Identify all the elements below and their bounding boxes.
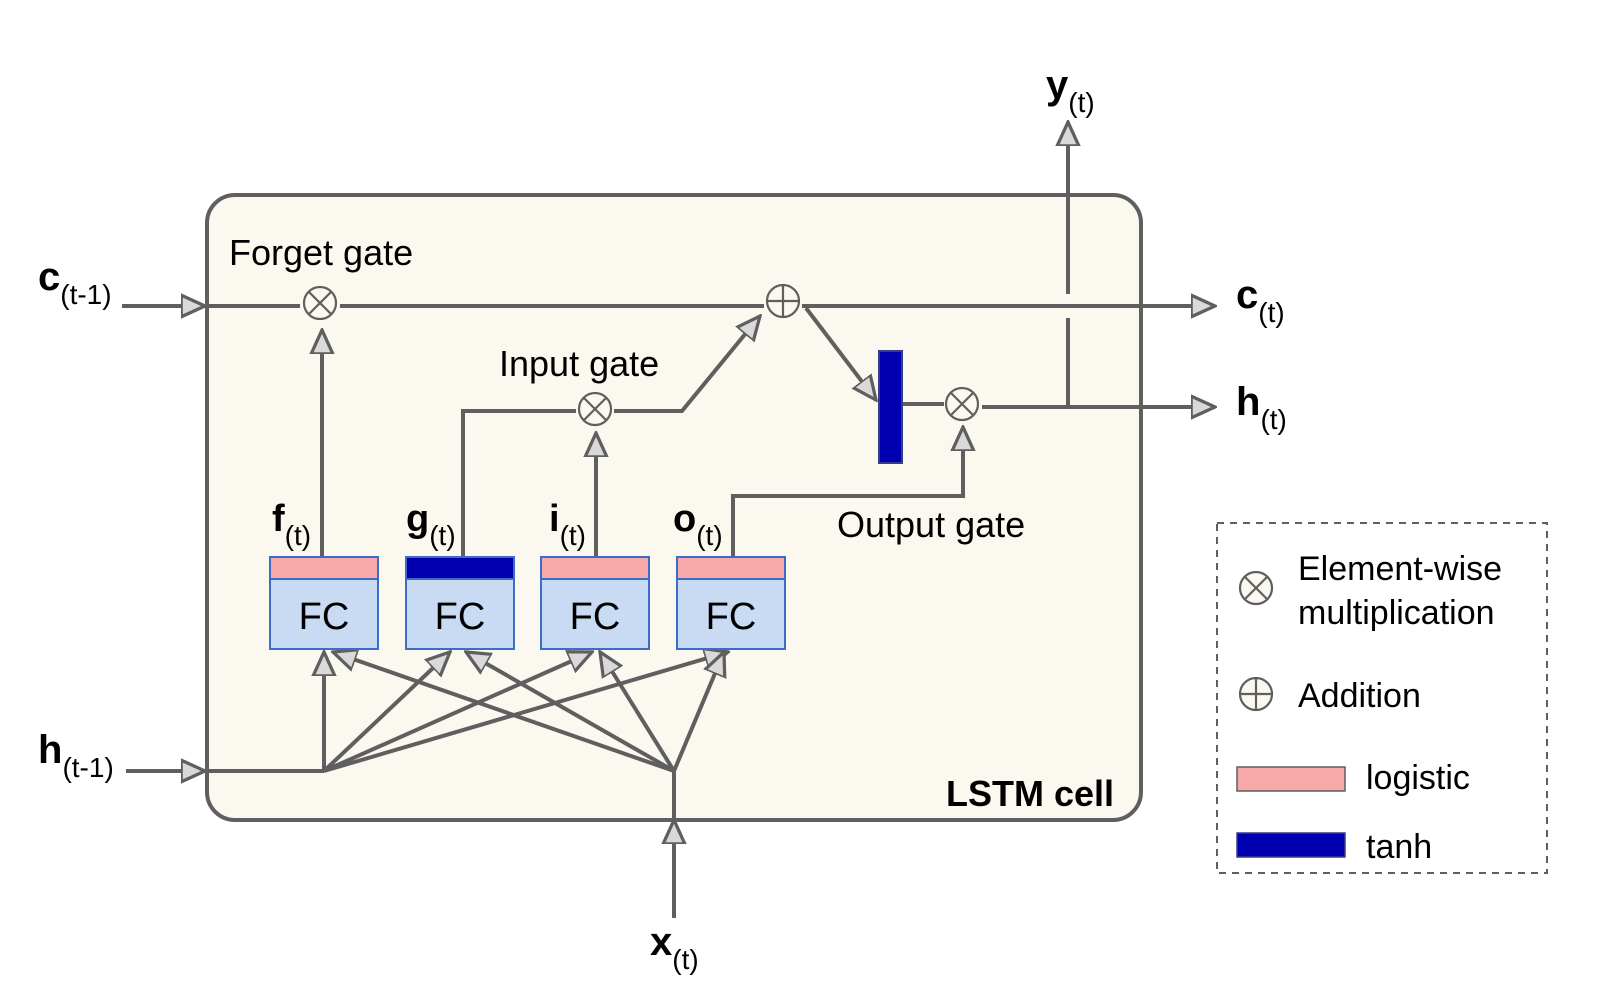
fc-layer-o: FC [676,556,786,650]
x-to-fc-i [600,652,676,773]
fc-o-activation-bar [676,556,786,580]
input-mul-to-add [614,316,760,413]
fc-layer-i: FC [540,556,650,650]
c-prev-label: c(t-1) [38,255,112,310]
legend-box [1216,522,1548,874]
legend-multiply-icon [1238,570,1274,606]
addition-op [765,283,801,319]
i-label: i(t) [549,498,586,551]
h-to-fc-o [323,652,728,773]
o-to-output-mul [731,427,963,556]
y-label: y(t) [1046,63,1095,118]
fc-o-box [676,578,786,650]
legend: Element-wise multiplication Addition log… [1216,522,1548,874]
lstm-cell-label: LSTM cell [946,773,1114,814]
f-label: f(t) [272,498,311,551]
legend-multiply-line2: multiplication [1298,594,1495,632]
fc-i-box [540,578,650,650]
g-label: g(t) [406,498,456,551]
legend-logistic-swatch [1236,766,1346,792]
x-to-fc-o [672,652,724,772]
fc-i-activation-bar [540,556,650,580]
fc-f-box [269,578,379,650]
x-to-fc-g [466,652,675,773]
add-to-tanh [804,306,876,400]
output-gate-label: Output gate [837,504,1025,545]
input-multiply-op [577,391,613,427]
h-prev-label: h(t-1) [38,728,114,783]
output-multiply-op [944,386,980,422]
x-label: x(t) [650,920,699,975]
fc-g-activation-bar [405,556,515,580]
input-gate-label: Input gate [499,343,659,384]
legend-logistic-label: logistic [1366,759,1470,797]
h-to-fc-i [323,652,592,773]
cell-tanh-block [878,350,903,464]
fc-i-label: FC [570,596,621,638]
c-out-label: c(t) [1236,273,1285,328]
fc-layer-f: FC [269,556,379,650]
legend-tanh-swatch [1236,832,1346,858]
g-to-input-mul [461,409,576,556]
fc-f-activation-bar [269,556,379,580]
x-to-fc-f [333,652,675,773]
legend-tanh-label: tanh [1366,828,1432,866]
fc-o-label: FC [706,596,757,638]
fc-layer-g: FC [405,556,515,650]
h-to-fc-g [322,652,450,773]
legend-addition-icon [1238,676,1274,712]
forget-multiply-op [302,285,338,321]
h-out-label: h(t) [1236,380,1287,435]
fc-f-label: FC [299,596,350,638]
fc-g-label: FC [435,596,486,638]
o-label: o(t) [673,498,723,551]
fc-g-box [405,578,515,650]
forget-gate-label: Forget gate [229,232,413,273]
legend-addition-label: Addition [1298,677,1421,715]
legend-multiply-line1: Element-wise [1298,550,1502,588]
